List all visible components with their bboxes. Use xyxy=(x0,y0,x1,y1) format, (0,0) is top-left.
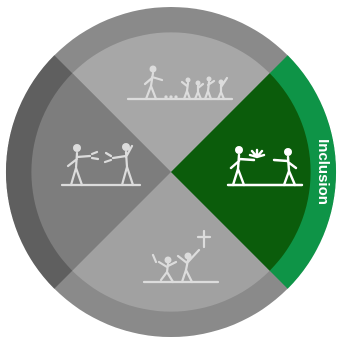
crowd-icon xyxy=(126,65,234,101)
two-figures-pushing-icon xyxy=(60,143,142,187)
two-figures-offering-flower-icon xyxy=(226,146,304,187)
left-segment[interactable] xyxy=(31,73,172,271)
inclusion-label: Inclusion xyxy=(315,139,332,205)
active-segment-inclusion[interactable] xyxy=(171,73,311,271)
bottom-segment[interactable] xyxy=(72,172,270,312)
figure-lifting-cross-icon xyxy=(142,229,220,284)
top-segment[interactable] xyxy=(72,32,270,173)
